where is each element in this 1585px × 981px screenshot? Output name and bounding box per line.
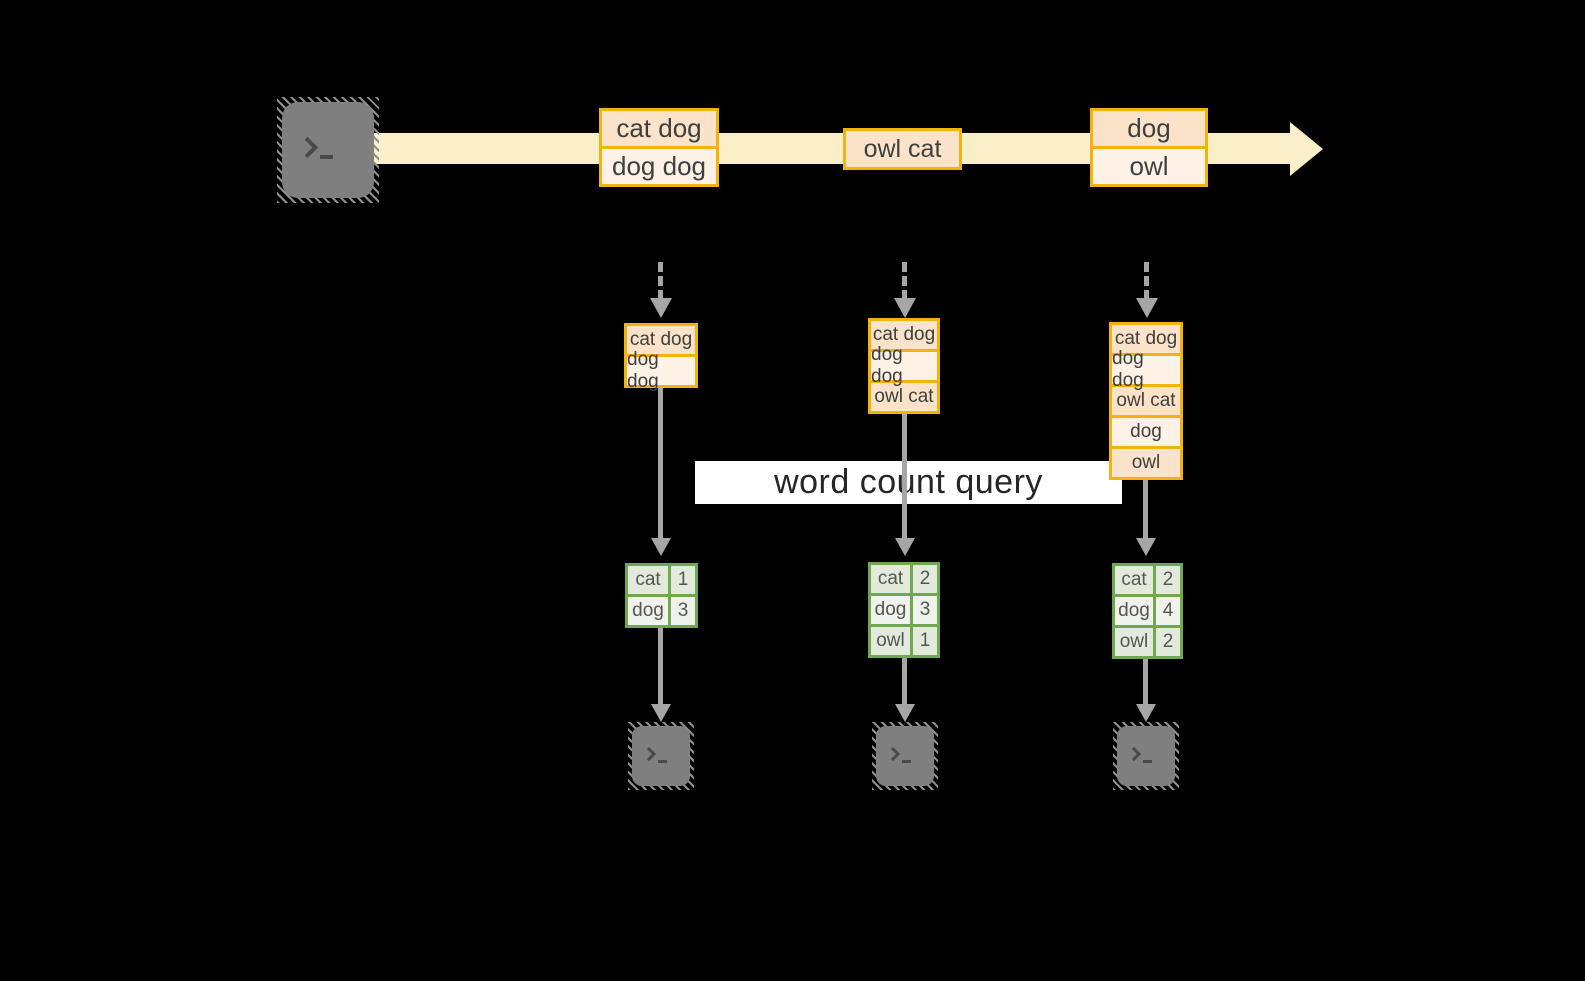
event-row: owl (1093, 146, 1205, 184)
arrow-line (1143, 657, 1148, 704)
terminal-window (1117, 726, 1175, 786)
arrowhead-icon (651, 704, 671, 722)
terminal-prompt-icon (641, 746, 657, 762)
buffer-stack-1: cat dog dog dog (624, 323, 698, 392)
query-label: word count query (774, 463, 1043, 501)
terminal-window (632, 726, 690, 786)
terminal-prompt-icon (296, 136, 319, 158)
dashed-arrow-line (1144, 262, 1149, 300)
word-cell: cat (628, 566, 668, 594)
stream-event-batch-3: dog owl (1090, 108, 1208, 187)
event-row: owl cat (846, 131, 959, 167)
buffer-row: dog dog (627, 349, 695, 392)
terminal-cursor-icon (658, 759, 667, 763)
buffer-row: owl cat (871, 380, 937, 411)
arrowhead-icon (895, 704, 915, 722)
word-cell: dog (628, 597, 668, 625)
buffer-stack-2: cat dog dog dog owl cat (868, 318, 940, 414)
dashed-arrow-line (902, 262, 907, 300)
buffer-row: owl (1112, 446, 1180, 477)
buffer-row: dog dog (871, 344, 937, 387)
arrow-line (658, 388, 663, 538)
dashed-arrowhead-icon (894, 298, 916, 318)
arrow-line (902, 658, 907, 704)
count-cell: 1 (671, 566, 695, 594)
arrowhead-icon (895, 538, 915, 556)
query-label-band: word count query (695, 461, 1122, 504)
terminal-window (876, 726, 934, 786)
buffer-row: dog (1112, 415, 1180, 446)
count-table-2: cat 2 dog 3 owl 1 (868, 562, 940, 658)
buffer-row: cat dog (627, 326, 695, 354)
arrow-line (902, 414, 907, 538)
count-cell: 2 (1156, 628, 1180, 656)
dashed-arrowhead-icon (650, 298, 672, 318)
terminal-prompt-icon (885, 746, 901, 762)
buffer-row: cat dog (871, 321, 937, 349)
stream-arrowhead-icon (1290, 122, 1323, 176)
stream-event-batch-1: cat dog dog dog (599, 108, 719, 187)
buffer-stack-3: cat dog dog dog owl cat dog owl (1109, 322, 1183, 480)
dashed-arrowhead-icon (1136, 298, 1158, 318)
terminal-cursor-icon (1143, 759, 1152, 763)
count-cell: 3 (913, 596, 937, 624)
count-cell: 2 (1156, 566, 1180, 594)
source-terminal-icon (277, 97, 379, 203)
event-row: cat dog (602, 111, 716, 146)
terminal-prompt-icon (1126, 746, 1142, 762)
arrowhead-icon (651, 538, 671, 556)
sink-terminal-icon-1 (628, 722, 694, 790)
word-cell: owl (871, 627, 910, 655)
arrow-line (1143, 480, 1148, 538)
sink-terminal-icon-2 (872, 722, 938, 790)
sink-terminal-icon-3 (1113, 722, 1179, 790)
arrowhead-icon (1136, 538, 1156, 556)
buffer-row: dog dog (1112, 348, 1180, 391)
count-cell: 2 (913, 565, 937, 593)
dashed-arrow-line (658, 262, 663, 300)
word-cell: dog (1115, 597, 1153, 625)
event-row: dog dog (602, 146, 716, 184)
count-cell: 1 (913, 627, 937, 655)
terminal-cursor-icon (320, 155, 333, 159)
word-cell: cat (871, 565, 910, 593)
terminal-cursor-icon (902, 759, 911, 763)
event-row: dog (1093, 111, 1205, 146)
word-cell: cat (1115, 566, 1153, 594)
stream-event-batch-2: owl cat (843, 128, 962, 170)
count-table-3: cat 2 dog 4 owl 2 (1112, 563, 1183, 659)
word-cell: dog (871, 596, 910, 624)
buffer-row: owl cat (1112, 384, 1180, 415)
count-table-1: cat 1 dog 3 (625, 563, 698, 628)
count-cell: 3 (671, 597, 695, 625)
terminal-window (282, 102, 374, 198)
word-cell: owl (1115, 628, 1153, 656)
buffer-row: cat dog (1112, 325, 1180, 353)
arrow-line (658, 628, 663, 704)
arrowhead-icon (1136, 704, 1156, 722)
count-cell: 4 (1156, 597, 1180, 625)
